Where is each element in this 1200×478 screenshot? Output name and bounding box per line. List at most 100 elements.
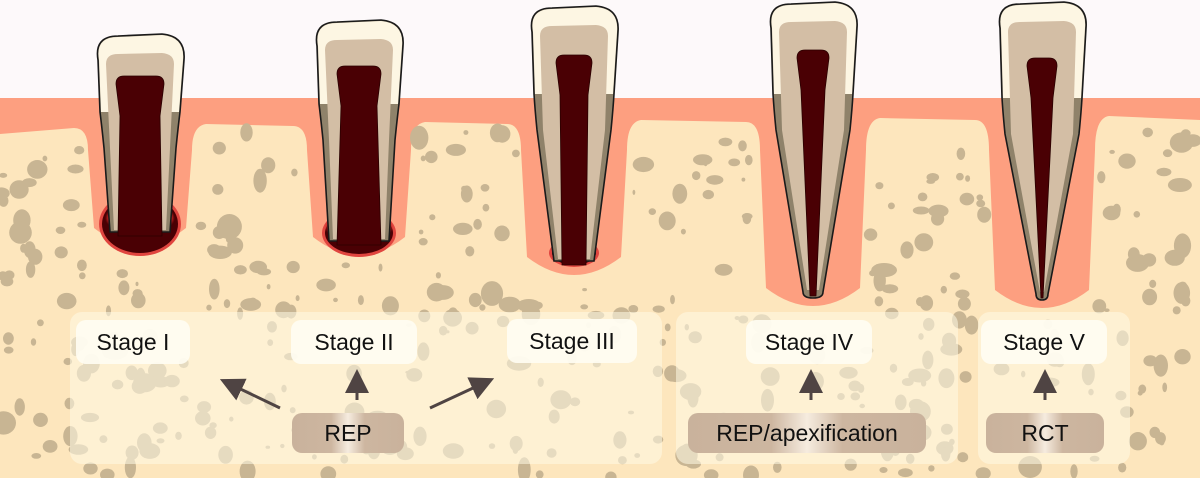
bone-spot [473, 218, 482, 230]
bone-spot [879, 467, 888, 473]
treatment-rep-apexification: REP/apexification [688, 413, 926, 453]
bone-spot [692, 171, 701, 181]
bone-spot [429, 214, 436, 221]
bone-spot [55, 226, 66, 234]
pulp-canal [115, 75, 165, 237]
bone-spot [425, 150, 438, 164]
tooth-stage-2 [315, 19, 404, 257]
bone-spot [30, 338, 37, 346]
bone-spot [1181, 295, 1191, 307]
bone-spot [926, 179, 936, 184]
bone-spot [420, 155, 426, 162]
bone-spot [219, 147, 226, 153]
bone-spot [965, 175, 971, 182]
treatment-rct: RCT [986, 413, 1104, 453]
bone-spot [465, 246, 475, 257]
tooth-stage-3 [530, 5, 619, 267]
bone-spot [1162, 149, 1173, 158]
bone-spot [959, 371, 972, 383]
bone-spot [949, 272, 961, 280]
bone-spot [234, 265, 247, 275]
bone-spot [714, 263, 733, 276]
bone-spot [874, 296, 884, 307]
bone-spot [333, 297, 338, 303]
pulp-canal [555, 54, 593, 266]
bone-spot [887, 202, 895, 210]
bone-spot [116, 269, 128, 279]
bone-spot [479, 304, 486, 311]
bone-spot [871, 263, 897, 278]
bone-spot [516, 299, 541, 312]
bone-spot [917, 192, 928, 202]
bone-spot [1118, 462, 1127, 473]
bone-spot [743, 465, 759, 478]
bone-spot [206, 304, 212, 311]
bone-spot [77, 259, 87, 271]
bone-spot [266, 284, 271, 290]
bone-spot [74, 146, 85, 155]
bone-spot [240, 123, 253, 142]
bone-spot [100, 468, 115, 478]
bone-spot [680, 228, 686, 235]
bone-spot [494, 125, 511, 143]
bone-spot [928, 204, 949, 218]
bone-spot [693, 154, 713, 166]
bone-spot [227, 237, 244, 254]
bone-spot [20, 243, 27, 253]
bone-spot [56, 292, 77, 310]
bone-spot [63, 357, 73, 366]
bone-spot [1104, 308, 1110, 313]
bone-spot [1174, 349, 1191, 365]
bone-spot [226, 220, 230, 226]
bone-spot [955, 289, 970, 299]
bone-spot [919, 295, 934, 311]
arrow-to-stage-3 [429, 377, 495, 410]
stage-label-2: Stage II [291, 320, 417, 364]
bone-spot [463, 130, 469, 135]
bone-spot [494, 225, 510, 242]
bone-spot [1133, 211, 1141, 218]
bone-spot [1169, 132, 1194, 153]
bone-spot [381, 296, 399, 316]
bone-spot [33, 412, 48, 427]
bone-spot [480, 281, 504, 306]
bone-spot [1156, 167, 1172, 177]
tooth-stage-4 [769, 1, 858, 299]
bone-spot [27, 160, 48, 179]
bone-spot [2, 332, 14, 345]
bone-spot [461, 185, 468, 192]
bone-spot [742, 213, 752, 225]
bone-spot [54, 246, 68, 259]
bone-spot [426, 282, 447, 302]
bone-spot [664, 323, 671, 332]
bone-spot [1149, 279, 1157, 288]
bone-spot [956, 172, 964, 181]
bone-spot [453, 222, 473, 235]
bone-spot [83, 462, 98, 475]
bone-spot [900, 241, 914, 259]
bone-spot [410, 125, 429, 150]
bone-spot [706, 175, 724, 185]
bone-spot [418, 238, 428, 246]
bone-spot [914, 233, 934, 252]
bone-spot [418, 229, 424, 235]
bone-spot [632, 189, 636, 195]
bone-spot [1138, 384, 1147, 394]
bone-spot [1158, 436, 1165, 446]
bone-spot [118, 280, 130, 296]
bone-spot [956, 147, 966, 160]
tooth-stage-5 [998, 1, 1087, 301]
bone-spot [25, 261, 36, 278]
bone-spot [1142, 288, 1158, 306]
bone-spot [1153, 354, 1169, 377]
bone-spot [1149, 426, 1161, 439]
bone-spot [703, 469, 719, 478]
bone-spot [320, 466, 337, 478]
bone-spot [875, 182, 884, 190]
bone-spot [131, 292, 146, 309]
bone-spot [1167, 178, 1192, 192]
bone-spot [37, 319, 44, 327]
bone-spot [357, 295, 364, 306]
bone-spot [940, 285, 947, 294]
